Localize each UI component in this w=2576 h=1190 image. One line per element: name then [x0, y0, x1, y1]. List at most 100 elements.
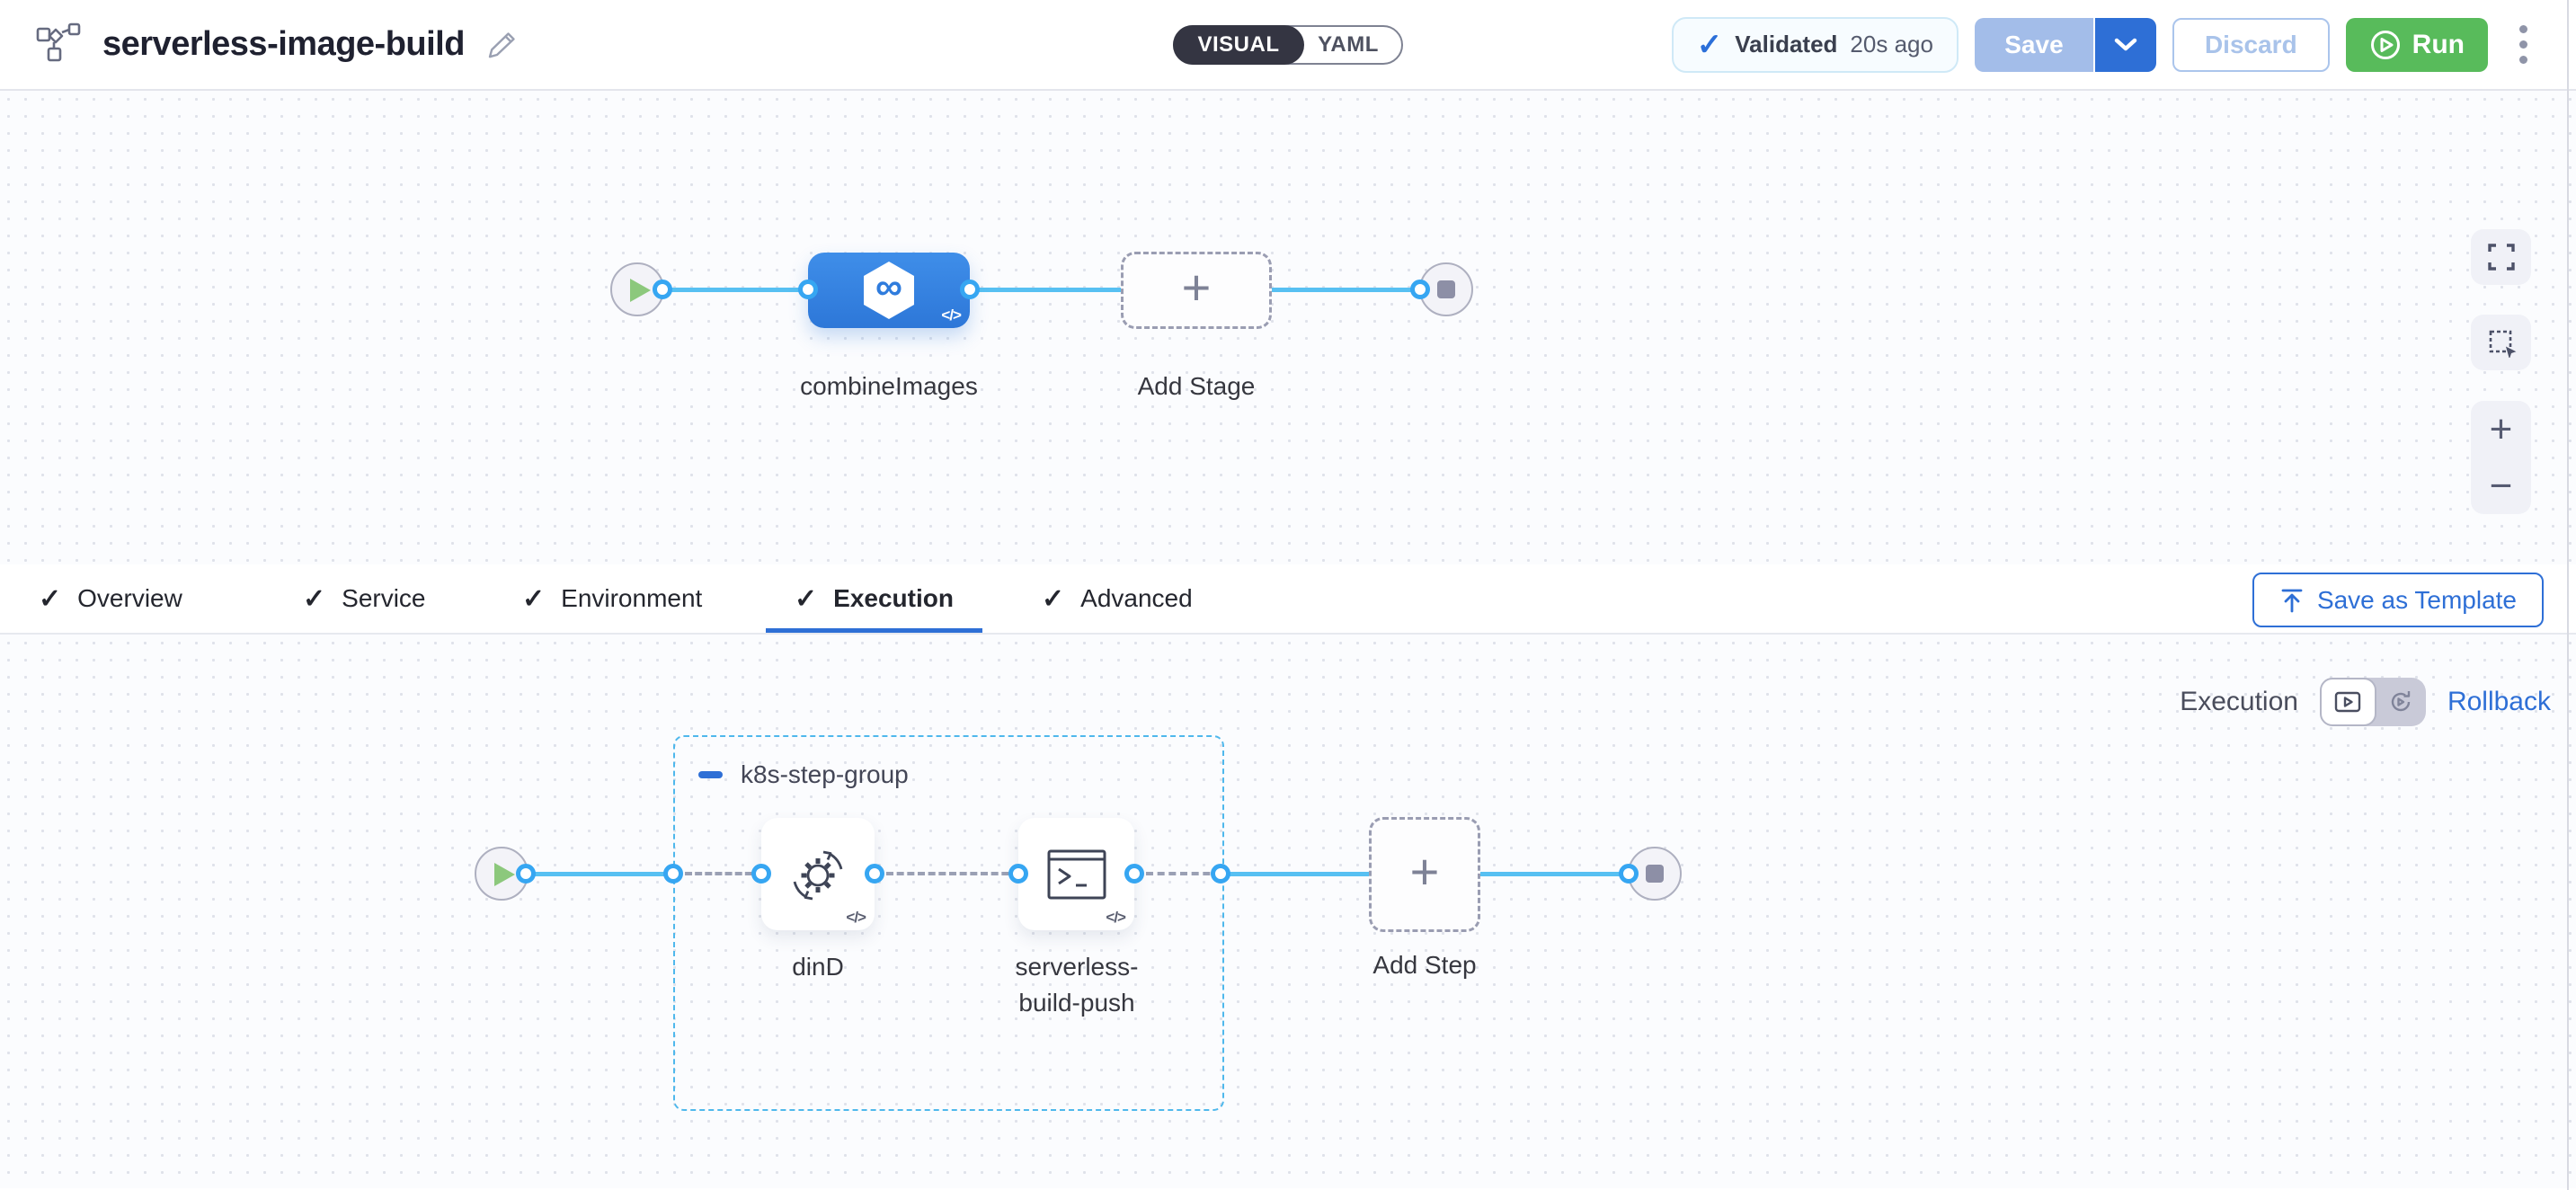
validated-time: 20s ago	[1850, 31, 1933, 58]
plus-icon: +	[1409, 843, 1440, 900]
header-left: serverless-image-build	[36, 0, 520, 89]
stage-node-combineimages[interactable]: ∞ </>	[808, 253, 970, 328]
step-node-dind[interactable]: </>	[761, 818, 875, 930]
selection-box-icon	[2489, 330, 2516, 358]
execution-canvas[interactable]: Execution Rollback	[0, 635, 2576, 1188]
multi-select-button[interactable]	[2471, 315, 2531, 370]
connector-ring[interactable]	[653, 280, 672, 299]
upload-icon	[2281, 589, 2303, 612]
rollback-toggle-segment[interactable]	[2376, 678, 2426, 726]
step-group-header: k8s-step-group	[698, 760, 909, 789]
chevron-down-icon	[2114, 38, 2137, 50]
ci-stage-hexagon-icon: ∞	[864, 262, 914, 319]
execution-toggle-segment[interactable]	[2319, 678, 2376, 726]
step-node-serverless-build-push[interactable]: </>	[1018, 818, 1134, 930]
step-label-dind[interactable]: dinD	[792, 953, 844, 981]
execution-rollback-toggle[interactable]	[2319, 678, 2426, 726]
canvas-controls: + −	[2471, 229, 2531, 514]
save-split-button: Save	[1974, 17, 2156, 72]
stage-tabbar: ✓ Overview ✓ Service ✓ Environment ✓ Exe…	[0, 564, 2576, 635]
svg-text:∞: ∞	[875, 265, 902, 307]
start-play-icon	[494, 863, 515, 886]
save-dropdown-button[interactable]	[2094, 17, 2156, 72]
code-icon: </>	[846, 909, 866, 926]
connector-ring[interactable]	[960, 280, 980, 299]
connector-line-dashed	[886, 872, 1019, 875]
add-step-button[interactable]: +	[1369, 817, 1480, 932]
connector-ring[interactable]	[1211, 864, 1230, 884]
kebab-menu-icon[interactable]	[2509, 25, 2536, 64]
gear-sync-icon	[793, 850, 843, 900]
start-play-icon	[630, 279, 651, 302]
run-button[interactable]: Run	[2345, 17, 2488, 72]
zoom-out-button[interactable]: −	[2489, 463, 2513, 508]
step-group-name[interactable]: k8s-step-group	[741, 760, 909, 788]
tab-service[interactable]: ✓ Service	[303, 583, 426, 614]
execution-mode-row: Execution Rollback	[2180, 678, 2551, 726]
check-icon: ✓	[39, 583, 62, 614]
tab-advanced[interactable]: ✓ Advanced	[1042, 583, 1193, 614]
connector-ring[interactable]	[1124, 864, 1144, 884]
pipeline-icon	[36, 22, 83, 67]
add-stage-label[interactable]: Add Stage	[1137, 372, 1256, 400]
validated-status: Validated	[1735, 31, 1838, 58]
validated-badge[interactable]: ✓ Validated 20s ago	[1671, 16, 1959, 73]
add-step-label[interactable]: Add Step	[1372, 951, 1477, 979]
stage-label[interactable]: combineImages	[800, 372, 978, 400]
validated-check-icon: ✓	[1696, 27, 1723, 62]
code-icon: </>	[941, 306, 962, 324]
connector-ring[interactable]	[798, 280, 818, 299]
connector-ring[interactable]	[751, 864, 771, 884]
stage-canvas[interactable]: ∞ </> + combineImages Add Stage	[0, 91, 2576, 564]
execution-play-icon	[2335, 691, 2361, 713]
header: serverless-image-build VISUAL YAML ✓ Val…	[0, 0, 2576, 91]
connector-line-dashed	[685, 872, 762, 875]
plus-icon: +	[1181, 259, 1212, 315]
connector-line	[1228, 872, 1372, 876]
toggle-visual[interactable]: VISUAL	[1173, 24, 1304, 65]
scrollbar-track[interactable]	[2567, 0, 2569, 1190]
visual-yaml-toggle[interactable]: VISUAL YAML	[1173, 24, 1403, 65]
connector-ring[interactable]	[663, 864, 683, 884]
stop-icon	[1437, 280, 1455, 298]
connector-line	[530, 872, 674, 876]
tab-overview[interactable]: ✓ Overview	[39, 583, 182, 614]
rollback-icon	[2392, 691, 2411, 712]
zoom-in-button[interactable]: +	[2489, 406, 2513, 451]
step-group-k8s[interactable]: k8s-step-group	[673, 735, 1224, 1111]
rollback-link[interactable]: Rollback	[2447, 687, 2551, 716]
run-label: Run	[2412, 29, 2465, 59]
run-play-icon	[2370, 30, 2400, 59]
stop-icon	[1646, 865, 1664, 883]
connector-ring[interactable]	[1619, 864, 1639, 884]
step-label-serverless-build-push[interactable]: serverless-build-push	[1015, 953, 1139, 1017]
active-tab-underline	[766, 628, 982, 633]
check-icon: ✓	[303, 583, 326, 614]
fit-to-screen-button[interactable]	[2471, 229, 2531, 285]
toggle-yaml[interactable]: YAML	[1318, 31, 1379, 57]
pipeline-title: serverless-image-build	[102, 25, 465, 63]
edit-pencil-icon[interactable]	[484, 27, 520, 63]
save-button[interactable]: Save	[1974, 17, 2095, 72]
connector-line	[1479, 872, 1631, 876]
connector-line	[667, 288, 811, 292]
tab-execution[interactable]: ✓ Execution	[766, 564, 982, 633]
connector-ring[interactable]	[1410, 280, 1430, 299]
fullscreen-icon	[2487, 244, 2515, 271]
header-actions: ✓ Validated 20s ago Save Discard Run	[1671, 0, 2536, 89]
connector-ring[interactable]	[1008, 864, 1028, 884]
add-stage-button[interactable]: +	[1121, 252, 1272, 329]
connector-ring[interactable]	[516, 864, 536, 884]
zoom-controls: + −	[2471, 401, 2531, 514]
tab-environment[interactable]: ✓ Environment	[522, 583, 703, 614]
execution-mode-label: Execution	[2180, 687, 2298, 716]
collapse-minus-icon[interactable]	[698, 771, 723, 778]
check-icon: ✓	[522, 583, 546, 614]
connector-ring[interactable]	[865, 864, 884, 884]
discard-button[interactable]: Discard	[2172, 17, 2330, 72]
check-icon: ✓	[795, 583, 818, 614]
save-as-template-button[interactable]: Save as Template	[2252, 573, 2544, 627]
terminal-icon	[1047, 849, 1106, 899]
connector-line-dashed	[1146, 872, 1221, 875]
